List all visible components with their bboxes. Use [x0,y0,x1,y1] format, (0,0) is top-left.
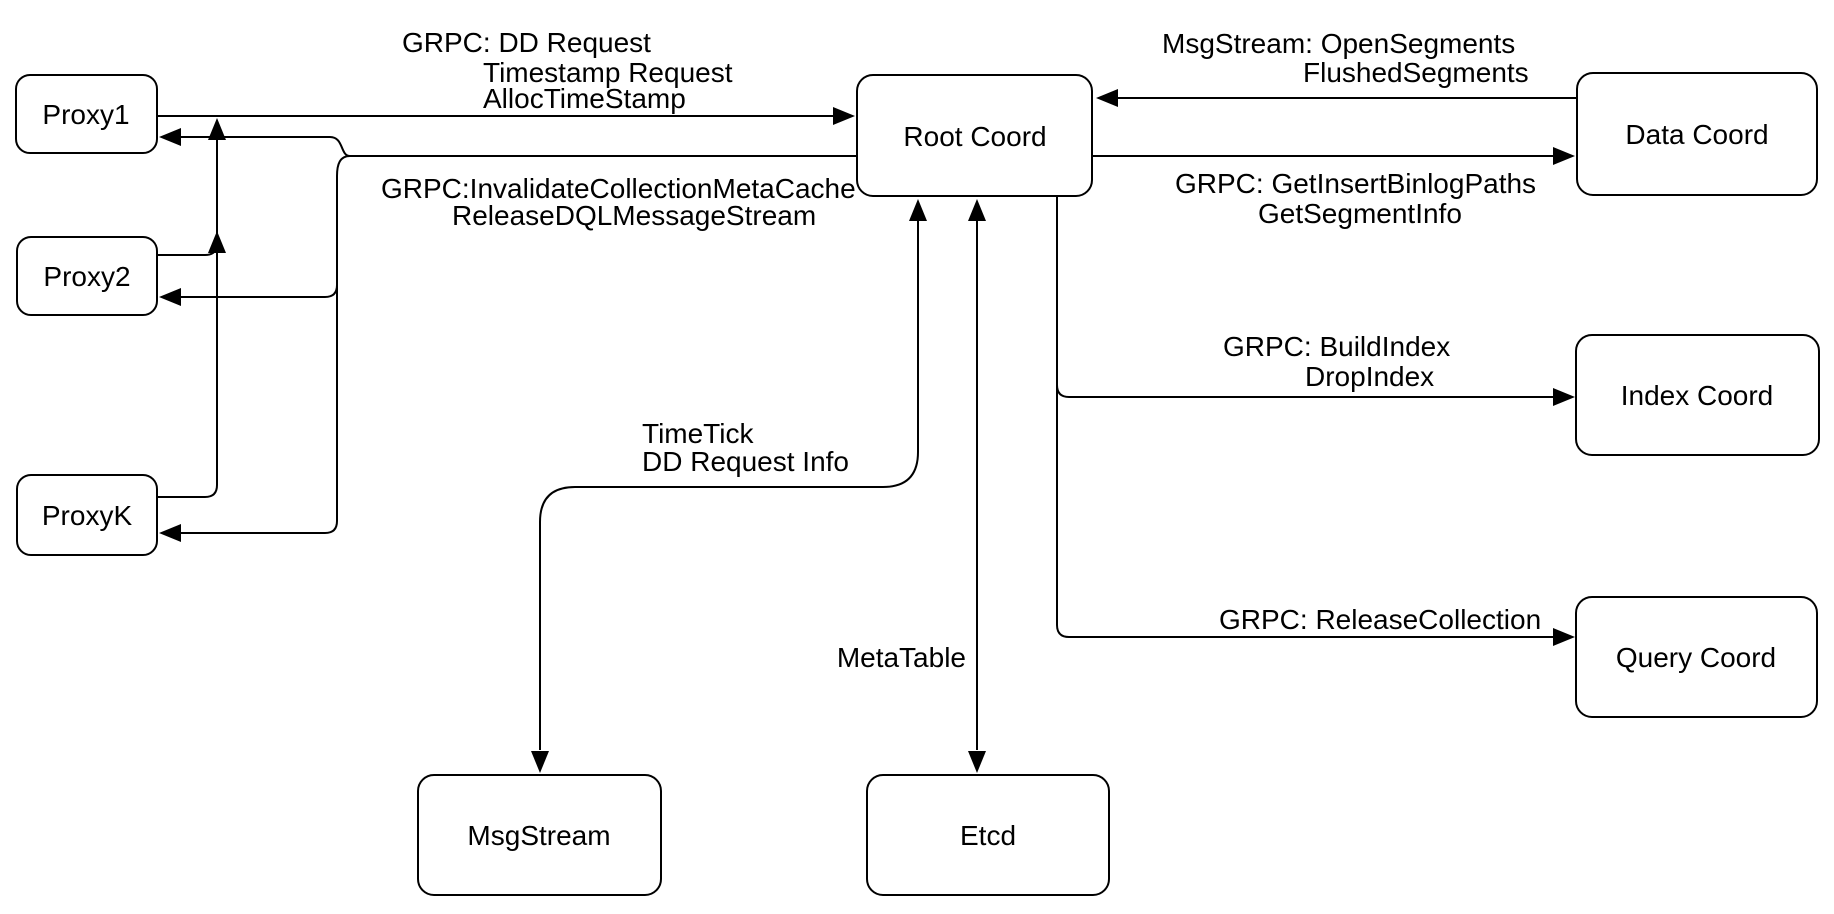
edge-label-invalidatecollectionmetacache: GRPC:InvalidateCollectionMetaCache [381,173,856,204]
edge-label-grpc-buildindex: GRPC: BuildIndex [1223,331,1450,362]
edge-label-getinsertbinlogpaths: GRPC: GetInsertBinlogPaths [1175,168,1536,199]
arrowhead-etcd-up-into-rootcoord [968,199,986,221]
edge-label-root-to-proxies: GRPC:InvalidateCollectionMetaCache Relea… [381,173,856,231]
edge-group-rootcoord-to-querycoord [1056,196,1575,646]
node-proxy2-box [16,236,158,316]
arrowhead-down-into-msgstream [531,751,549,773]
edge-label-root-to-etcd: MetaTable [837,642,966,673]
edge-label-root-to-index: GRPC: BuildIndex DropIndex [1223,331,1450,392]
node-query-coord-box [1575,596,1818,718]
edge-proxy2-out[interactable] [157,234,218,256]
edge-label-timetick: TimeTick [642,418,754,449]
node-query-coord-label: Query Coord [1616,642,1776,673]
arrowhead-into-querycoord [1553,628,1575,646]
arrowhead-into-proxy2 [159,288,181,306]
edge-proxyk-out[interactable] [157,121,218,498]
arrowhead-msgstream-up-into-rootcoord [909,199,927,221]
edge-branch-to-proxy1[interactable] [168,136,351,157]
edge-rootcoord-msgstream[interactable] [539,204,919,750]
node-proxy2[interactable]: Proxy2 [16,236,158,316]
node-proxy1[interactable]: Proxy1 [15,74,158,154]
edge-label-alloctimestamp: AllocTimeStamp [483,83,686,114]
edge-label-dd-request-info: DD Request Info [642,446,849,477]
node-root-coord[interactable]: Root Coord [856,74,1093,197]
node-msgstream-box [417,774,662,896]
edge-label-proxies-to-root: GRPC: DD Request Timestamp Request Alloc… [402,27,733,114]
edge-label-root-to-data: GRPC: GetInsertBinlogPaths GetSegmentInf… [1175,168,1536,229]
node-proxyk-label: ProxyK [42,500,133,531]
edge-label-grpc-releasecollection: GRPC: ReleaseCollection [1219,604,1541,635]
node-etcd[interactable]: Etcd [866,774,1110,896]
edge-label-metatable: MetaTable [837,642,966,673]
node-data-coord[interactable]: Data Coord [1576,72,1818,196]
edge-group-proxies-to-rootcoord [157,107,855,498]
node-proxyk-box [16,474,158,556]
edge-rootcoord-to-querycoord[interactable] [1056,196,1553,638]
edge-group-rootcoord-to-proxies [159,128,857,542]
arrowhead-down-into-etcd [968,751,986,773]
arrowhead-into-rootcoord-left [833,107,855,125]
arrowhead-into-proxyk [159,524,181,542]
edge-label-root-to-query: GRPC: ReleaseCollection [1219,604,1541,635]
node-msgstream[interactable]: MsgStream [417,774,662,896]
arrowhead-into-datacoord [1553,147,1575,165]
edge-return-trunk[interactable] [336,155,351,521]
node-data-coord-label: Data Coord [1625,119,1768,150]
node-root-coord-box [856,74,1093,197]
edge-label-getsegmentinfo: GetSegmentInfo [1258,198,1462,229]
edge-label-root-to-msgstream: TimeTick DD Request Info [642,418,849,477]
node-index-coord-label: Index Coord [1621,380,1774,411]
arrowhead-into-indexcoord [1553,388,1575,406]
arrowhead-into-proxy1 [159,128,181,146]
node-proxyk[interactable]: ProxyK [16,474,158,556]
edge-label-data-to-root: MsgStream: OpenSegments FlushedSegments [1162,28,1529,88]
node-data-coord-box [1576,72,1818,196]
edge-label-timestamp-request: Timestamp Request [483,57,733,88]
node-msgstream-label: MsgStream [467,820,610,851]
node-proxy1-box [15,74,158,154]
edge-branch-to-proxy2[interactable] [168,284,338,298]
edge-label-flushedsegments: FlushedSegments [1303,57,1529,88]
node-etcd-label: Etcd [960,820,1016,851]
arrowhead-request-trunk-top [208,118,226,140]
edge-group-datacoord-to-rootcoord [1096,89,1577,107]
edge-label-dropindex: DropIndex [1305,361,1434,392]
edge-label-msgstream-opensegments: MsgStream: OpenSegments [1162,28,1515,59]
edge-label-releasedqlmessagestream: ReleaseDQLMessageStream [452,200,816,231]
arrowhead-into-rootcoord-right [1096,89,1118,107]
node-etcd-box [866,774,1110,896]
node-proxy2-label: Proxy2 [43,261,130,292]
edge-branch-to-proxyk[interactable] [168,520,338,534]
node-index-coord[interactable]: Index Coord [1575,334,1820,456]
node-query-coord[interactable]: Query Coord [1575,596,1818,718]
node-root-coord-label: Root Coord [903,121,1046,152]
node-index-coord-box [1575,334,1820,456]
edge-group-rootcoord-to-datacoord [1092,147,1575,165]
edge-label-grpc-dd-request: GRPC: DD Request [402,27,651,58]
edge-group-rootcoord-etcd [968,199,986,773]
edge-group-rootcoord-msgstream [531,199,927,773]
node-proxy1-label: Proxy1 [42,99,129,130]
arrowhead-request-trunk-mid [208,231,226,253]
